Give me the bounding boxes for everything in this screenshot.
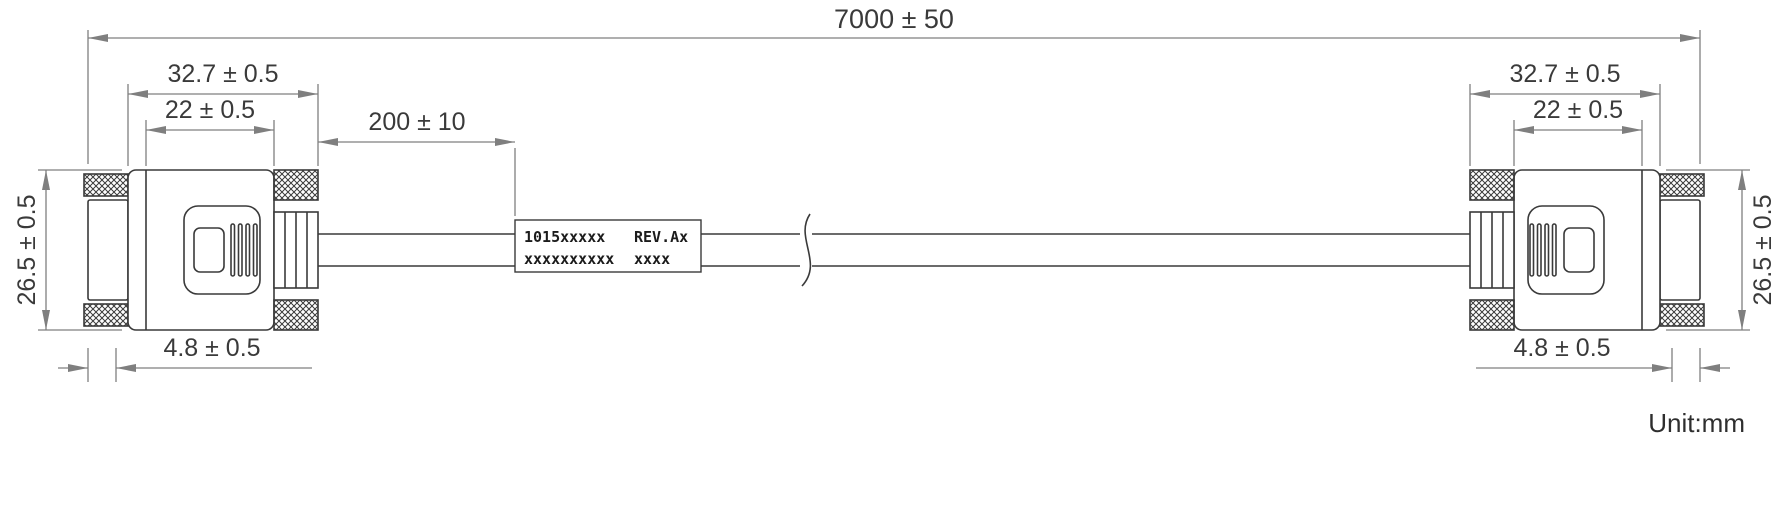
- right-dsub-slot: [1544, 223, 1550, 277]
- dim-left-width-outer-text: 32.7 ± 0.5: [167, 60, 278, 88]
- right-dsub-key: [1563, 227, 1595, 273]
- dim-right-width-outer-text: 32.7 ± 0.5: [1509, 60, 1620, 88]
- left-dsub-slot: [230, 223, 236, 277]
- dim-left-height: [38, 169, 122, 331]
- dimension-lines: [38, 30, 1750, 382]
- dim-left-height-text: 26.5 ± 0.5: [13, 194, 41, 305]
- dim-left-flange: [58, 348, 312, 382]
- unit-label: Unit:mm: [1648, 408, 1745, 438]
- dim-right-width-body: [1513, 120, 1643, 166]
- dim-left-width-body-text: 22 ± 0.5: [165, 96, 255, 124]
- dim-right-flange: [1476, 348, 1730, 382]
- left-dsub-slot: [237, 223, 243, 277]
- dim-overall-text: 7000 ± 50: [834, 4, 954, 34]
- right-connector: [1469, 169, 1705, 331]
- right-dsub-cavity: [1527, 205, 1605, 295]
- left-boot-clamp-bottom: [273, 299, 319, 331]
- cable-label-line2-code: xxxxxxxxxx: [524, 250, 614, 268]
- right-dsub-slot: [1536, 223, 1542, 277]
- right-thumbscrew-top: [1659, 173, 1705, 197]
- cable-label-line1-code: 1015xxxxx: [524, 228, 605, 246]
- dim-left-width-body: [145, 120, 275, 166]
- part-geometry: [83, 169, 1705, 331]
- dim-right-width-outer: [1469, 84, 1661, 166]
- dim-right-flange-text: 4.8 ± 0.5: [1513, 334, 1610, 362]
- right-boot-clamp-bottom: [1469, 299, 1515, 331]
- left-thumbscrew-top: [83, 173, 129, 197]
- dim-label-offset-text: 200 ± 10: [368, 108, 465, 136]
- cable: [318, 213, 1470, 287]
- left-dsub-cavity: [183, 205, 261, 295]
- dim-right-height: [1666, 169, 1750, 331]
- dim-right-height-text: 26.5 ± 0.5: [1749, 194, 1777, 305]
- dim-label-offset: [318, 138, 516, 216]
- dim-overall-length: [87, 30, 1701, 164]
- left-connector: [83, 169, 319, 331]
- left-thumbscrew-bottom: [83, 303, 129, 327]
- cable-label-line2-rev: xxxx: [634, 250, 670, 268]
- right-connector-body: [1513, 169, 1661, 331]
- dim-left-flange-text: 4.8 ± 0.5: [163, 334, 260, 362]
- dim-left-width-outer: [127, 84, 319, 166]
- right-front-shell: [1659, 199, 1701, 301]
- left-boot-clamp-top: [273, 169, 319, 201]
- cable-label-box: [514, 219, 702, 273]
- left-dsub-slot: [245, 223, 251, 277]
- dim-right-width-body-text: 22 ± 0.5: [1533, 96, 1623, 124]
- right-thumbscrew-bottom: [1659, 303, 1705, 327]
- left-front-shell: [87, 199, 129, 301]
- right-dsub-slot: [1529, 223, 1535, 277]
- right-boot-clamp-top: [1469, 169, 1515, 201]
- cable-break-symbol: [801, 213, 812, 287]
- right-dsub-slot: [1551, 223, 1557, 277]
- left-dsub-slot: [252, 223, 258, 277]
- left-dsub-key: [193, 227, 225, 273]
- cable-label-line1-rev: REV.Ax: [634, 228, 688, 246]
- dimension-texts: 7000 ± 50 32.7 ± 0.5 22 ± 0.5 200 ± 10 2…: [13, 4, 1777, 438]
- left-connector-body: [127, 169, 275, 331]
